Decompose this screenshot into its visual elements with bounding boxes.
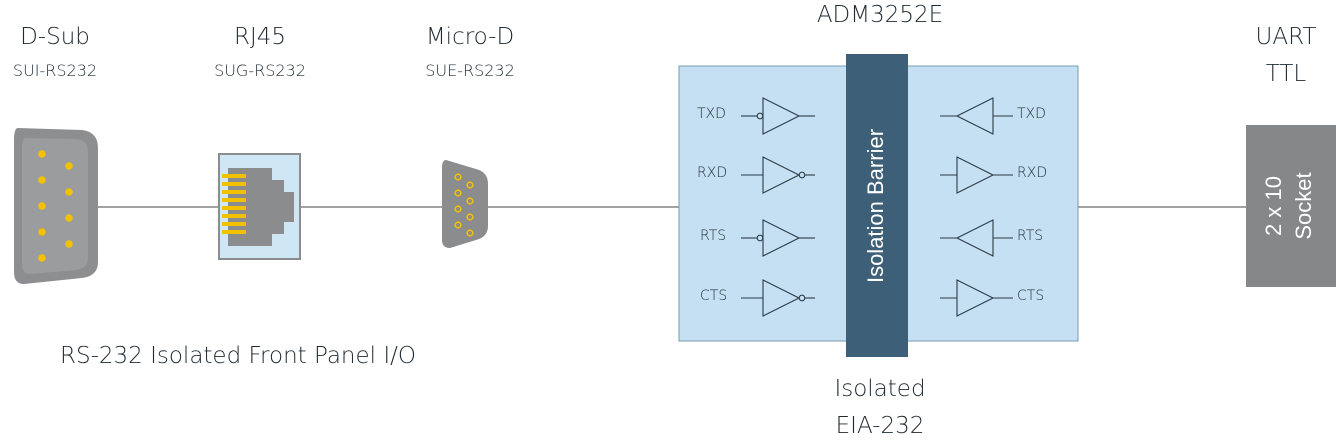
socket-block: [1246, 125, 1336, 287]
left-drivers: [741, 97, 815, 317]
left-driver-txd: [741, 97, 815, 135]
channel-label-right: RTS: [1017, 228, 1044, 244]
uart-line1: UART: [1255, 24, 1317, 50]
isolation-barrier: [846, 54, 908, 357]
right-driver-rts: [940, 219, 1013, 257]
right-driver-cts: [940, 279, 1013, 317]
socket-label-line1: 2 x 10: [1261, 176, 1286, 236]
chip-name: ADM3252E: [816, 2, 944, 28]
channel-label-right: RXD: [1017, 165, 1048, 181]
dsub-connector-icon: [14, 128, 98, 284]
right-drivers: [940, 97, 1013, 317]
barrier-label: Isolation Barrier: [863, 129, 888, 283]
dsub-name: D-Sub: [20, 24, 90, 50]
channel-label-left: TXD: [697, 106, 726, 122]
channel-label-right: TXD: [1017, 106, 1046, 122]
dsub-model: SUI-RS232: [12, 61, 98, 80]
channel-label-left: RXD: [697, 165, 728, 181]
channel-label-left: RTS: [700, 228, 727, 244]
left-driver-cts: [741, 279, 815, 317]
left-driver-rts: [741, 219, 815, 257]
channel-label-left: CTS: [700, 288, 728, 304]
rj45-name: RJ45: [233, 24, 287, 50]
microd-model: SUE-RS232: [425, 61, 515, 80]
left-driver-rxd: [741, 156, 815, 194]
rj45-model: SUG-RS232: [214, 61, 306, 80]
socket-label-line2: Socket: [1291, 172, 1316, 239]
panel-caption: RS-232 Isolated Front Panel I/O: [60, 343, 416, 369]
right-driver-rxd: [940, 156, 1013, 194]
isolated-line2: EIA-232: [835, 413, 925, 439]
rj45-connector-icon: [218, 153, 301, 260]
channel-label-right: CTS: [1017, 288, 1045, 304]
microd-name: Micro-D: [425, 24, 515, 50]
right-driver-txd: [940, 97, 1013, 135]
uart-line2: TTL: [1265, 61, 1307, 87]
micro-d-connector-icon: [442, 160, 488, 248]
isolated-line1: Isolated: [834, 376, 926, 402]
